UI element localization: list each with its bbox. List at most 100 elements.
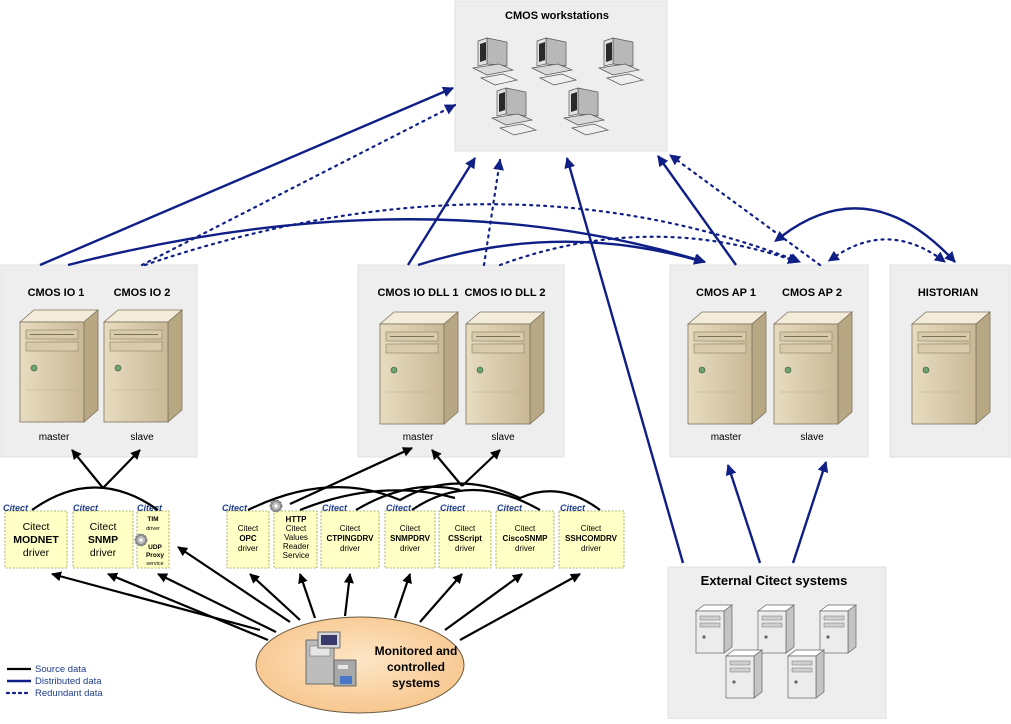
modnet-driver-box: Citect Citect MODNET driver [3,503,68,569]
external-systems-title: External Citect systems [701,573,848,588]
citect-logo: Citect [386,503,412,513]
svg-text:Source data: Source data [35,664,87,675]
redundant-data-arrows [140,103,947,267]
external-server-icon [787,649,825,699]
svg-text:Citect: Citect [286,524,307,533]
svg-text:Citect: Citect [455,524,476,533]
cmos-ap-2-title: CMOS AP 2 [782,287,842,299]
legend-item-distributed-data: Distributed data [7,676,102,687]
cmos-io-dll-2-server-icon [465,311,545,425]
external-server-icon [695,604,733,654]
ciscosnmp-driver-box: Citect Citect CiscoSNMP driver [495,503,555,569]
svg-text:driver: driver [23,547,50,559]
svg-text:Citect: Citect [400,524,421,533]
svg-text:CiscoSNMP: CiscoSNMP [503,534,549,543]
svg-text:driver: driver [581,544,601,553]
opc-driver-box: Citect Citect OPC driver [222,503,270,569]
cmos-io-dll-1-title: CMOS IO DLL 1 [377,287,458,299]
workstations-panel: CMOS workstations [454,0,668,152]
cmos-io-2-title: CMOS IO 2 [114,287,171,299]
svg-text:SNMPDRV: SNMPDRV [390,534,431,543]
svg-text:Citect: Citect [581,524,602,533]
svg-text:driver: driver [340,544,360,553]
citect-logo: Citect [560,503,586,513]
http-service-box: HTTP Citect Values Reader Service [269,499,318,569]
svg-text:Citect: Citect [23,521,50,533]
cmos-io-2-server-icon [103,309,183,423]
svg-text:service: service [146,561,163,567]
citect-logo: Citect [497,503,523,513]
cmos-ap-1-server-icon [687,311,767,425]
legend: Source data Distributed data Redundant d… [5,664,103,699]
cmos-io-dll-2-role: slave [491,432,515,443]
svg-text:TIM: TIM [147,516,158,523]
citect-logo: Citect [3,503,29,513]
svg-text:SNMP: SNMP [88,534,118,546]
svg-text:CTPINGDRV: CTPINGDRV [327,534,375,543]
csscript-driver-box: Citect Citect CSScript driver [438,503,492,569]
svg-text:Distributed data: Distributed data [35,676,102,687]
svg-text:Proxy: Proxy [146,552,164,559]
cmos-ap-1-title: CMOS AP 1 [696,287,756,299]
svg-text:SSHCOMDRV: SSHCOMDRV [565,534,618,543]
cmos-ap-2-server-icon [773,311,853,425]
driver-to-server-arrows [31,447,601,512]
distributed-data-arrows [39,86,956,564]
external-systems-panel: External Citect systems [667,566,887,720]
cmos-io-1-role: master [39,432,70,443]
svg-text:driver: driver [515,544,535,553]
svg-text:Citect: Citect [238,524,259,533]
svg-text:CSScript: CSScript [448,534,482,543]
cmos-io-dll-panel: CMOS IO DLL 1 CMOS IO DLL 2 master slave [357,264,565,458]
cmos-io-dll-1-role: master [403,432,434,443]
monitored-equipment-icon [305,631,357,687]
citect-logo: Citect [322,503,348,513]
monitored-label-line2: controlled [387,660,445,674]
driver-boxes: Citect Citect MODNET driver Citect Citec… [3,499,625,569]
external-server-icon [757,604,795,654]
legend-item-redundant-data: Redundant data [5,688,103,699]
svg-text:Redundant data: Redundant data [35,688,103,699]
svg-text:Citect: Citect [340,524,361,533]
monitored-label-line3: systems [392,676,440,690]
svg-text:HTTP: HTTP [286,515,308,524]
cmos-ap-panel: CMOS AP 1 CMOS AP 2 master slave [669,264,869,458]
workstations-title: CMOS workstations [505,10,609,22]
external-server-icon [725,649,763,699]
gear-icon [134,533,148,547]
cmos-io-2-role: slave [130,432,154,443]
svg-text:UDP: UDP [148,544,162,551]
svg-text:Values: Values [284,533,308,542]
svg-text:driver: driver [146,526,160,532]
svg-text:Citect: Citect [90,521,117,533]
cmos-ap-1-role: master [711,432,742,443]
cmos-io-dll-1-server-icon [379,311,459,425]
external-server-icon [819,604,857,654]
svg-text:Service: Service [283,551,310,560]
monitored-systems: Monitored and controlled systems [255,616,465,714]
legend-item-source-data: Source data [7,664,87,675]
snmpdrv-driver-box: Citect Citect SNMPDRV driver [384,503,436,569]
citect-logo: Citect [222,503,248,513]
svg-text:Citect: Citect [515,524,536,533]
cmos-io-dll-2-title: CMOS IO DLL 2 [464,287,545,299]
cmos-io-1-title: CMOS IO 1 [28,287,85,299]
gear-icon [269,499,283,513]
cmos-io-panel: CMOS IO 1 CMOS IO 2 master slave [0,264,198,458]
historian-title: HISTORIAN [918,287,978,299]
citect-logo: Citect [440,503,466,513]
svg-text:OPC: OPC [239,534,257,543]
sshcomdrv-driver-box: Citect Citect SSHCOMDRV driver [558,503,625,569]
svg-text:driver: driver [455,544,475,553]
svg-text:driver: driver [238,544,258,553]
svg-text:MODNET: MODNET [13,534,59,546]
cmos-ap-2-role: slave [800,432,824,443]
ctpingdrv-driver-box: Citect Citect CTPINGDRV driver [320,503,380,569]
svg-text:Reader: Reader [283,542,310,551]
citect-logo: Citect [73,503,99,513]
citect-logo: Citect [137,503,163,513]
source-data-arrows [51,546,581,642]
historian-panel: HISTORIAN [889,264,1011,458]
cmos-io-1-server-icon [19,309,99,423]
svg-text:driver: driver [90,547,117,559]
